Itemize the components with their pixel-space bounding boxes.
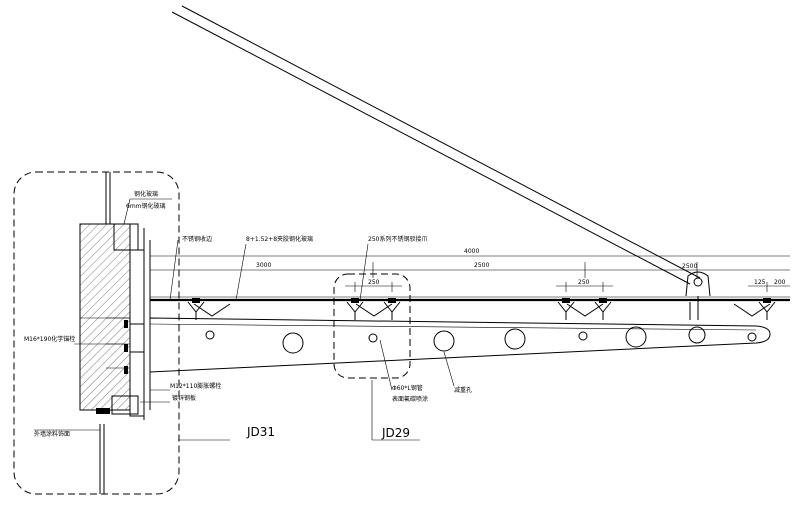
dim-tip-b: 200 xyxy=(774,279,786,286)
beam-note-2-label: 表面氟碳喷涂 xyxy=(392,395,428,403)
embed-plate-label: 镀锌钢板 xyxy=(172,394,196,402)
glass-panel xyxy=(150,296,790,302)
detail-callout-middle: JD29 xyxy=(381,426,410,440)
rod-lug xyxy=(685,271,711,320)
edge-plate-label: 不锈钢收边 xyxy=(182,235,212,243)
hole-note-label: 减重孔 xyxy=(454,386,472,394)
expansion-bolt-label: M12*110膨胀螺栓 xyxy=(170,382,221,390)
detail-box-left xyxy=(13,171,180,495)
anchor-bolt-label: M16*190化学锚栓 xyxy=(24,335,75,343)
leader-lines xyxy=(34,198,455,441)
spider-fittings xyxy=(187,298,776,320)
glass-spec-label: 6mm钢化玻璃 xyxy=(126,202,166,210)
laminated-glass-label: 8+1.52+8夹胶钢化玻璃 xyxy=(246,235,313,243)
point-fitting-label: 250系列不锈钢驳接爪 xyxy=(368,235,427,243)
beam-holes xyxy=(205,326,757,354)
steel-beam xyxy=(149,317,771,373)
detail-callout-left: JD31 xyxy=(246,425,275,439)
dim-end-span: 2500 xyxy=(682,263,697,270)
tension-rod xyxy=(171,5,701,285)
glass-top-label: 钢化玻璃 xyxy=(134,190,158,198)
dim-tip-a: 125 xyxy=(754,279,766,286)
wall-finish-label: 外墙涂料饰面 xyxy=(34,430,70,438)
concrete-wall xyxy=(79,223,131,411)
beam-note-1-label: Φ60*L钢管 xyxy=(392,384,423,392)
dim-overall: 4000 xyxy=(464,248,479,255)
dim-first-span: 3000 xyxy=(256,262,271,269)
dimension-lines xyxy=(149,244,790,300)
dim-middle-span: 2500 xyxy=(474,262,489,269)
mullion xyxy=(99,172,111,494)
dim-fitting-b: 250 xyxy=(578,279,590,286)
dim-fitting-a: 250 xyxy=(368,279,380,286)
